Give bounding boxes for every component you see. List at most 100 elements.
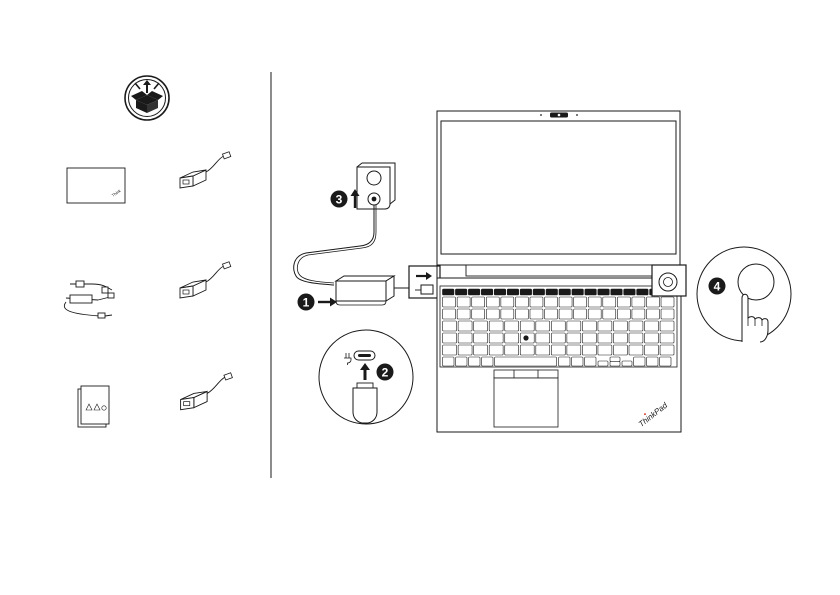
keyboard-key xyxy=(536,321,550,331)
power-cable xyxy=(294,205,374,285)
step-number: 3 xyxy=(336,193,343,207)
wall-outlet-icon xyxy=(357,163,395,209)
keyboard-key xyxy=(646,309,659,319)
keyboard-key xyxy=(610,357,620,362)
keyboard-key xyxy=(551,321,565,331)
keyboard-key xyxy=(661,297,674,307)
keyboard-key xyxy=(567,345,581,355)
keyboard-key xyxy=(613,345,627,355)
keyboard-key xyxy=(567,321,581,331)
step-badge-3: 3 xyxy=(331,191,348,208)
trackpad xyxy=(494,378,558,427)
keyboard-key xyxy=(443,357,454,366)
keyboard-key xyxy=(551,333,565,343)
keyboard-key xyxy=(515,309,528,319)
power-cord-and-adapter-icon xyxy=(64,281,114,318)
step-badge-4: 4 xyxy=(709,278,726,295)
keyboard-key xyxy=(603,309,616,319)
keyboard-key xyxy=(489,321,503,331)
keyboard-key xyxy=(443,297,456,307)
power-button-icon xyxy=(652,265,686,296)
keyboard-key xyxy=(660,357,671,366)
keyboard-key xyxy=(530,309,543,319)
keyboard-key xyxy=(559,297,572,307)
keyboard-key xyxy=(443,309,456,319)
documentation-icon xyxy=(78,386,109,427)
keyboard-key xyxy=(520,289,531,295)
press-power-zoom xyxy=(697,247,791,342)
usb-c-adapter-icon xyxy=(181,373,233,410)
trackpoint xyxy=(523,335,528,340)
keyboard-key xyxy=(582,321,596,331)
keyboard-key xyxy=(617,297,630,307)
keyboard-key xyxy=(520,345,534,355)
keyboard-key xyxy=(520,321,534,331)
keyboard-key xyxy=(507,289,518,295)
keyboard-key xyxy=(443,321,457,331)
keyboard-key xyxy=(572,357,583,366)
keyboard-key xyxy=(536,345,550,355)
unbox-icon xyxy=(125,76,169,120)
keyboard-key xyxy=(489,333,503,343)
keyboard-key xyxy=(660,333,674,343)
keyboard-key xyxy=(632,297,645,307)
keyboard-key xyxy=(645,321,659,331)
keyboard-key xyxy=(646,297,659,307)
keyboard-key xyxy=(536,333,550,343)
keyboard-key xyxy=(472,297,485,307)
keyboard-key xyxy=(617,309,630,319)
keyboard-key xyxy=(505,333,519,343)
arrow-right-icon xyxy=(318,298,337,307)
keyboard-key xyxy=(629,321,643,331)
keyboard-key xyxy=(660,321,674,331)
step-badge-2: 2 xyxy=(377,364,394,381)
keyboard-key xyxy=(611,289,622,295)
keyboard-key xyxy=(598,321,612,331)
keyboard-key xyxy=(469,357,480,366)
keyboard-key xyxy=(457,297,470,307)
keyboard-key xyxy=(574,309,587,319)
keyboard-key xyxy=(598,289,609,295)
keyboard-key xyxy=(474,321,488,331)
step-number: 1 xyxy=(303,296,310,310)
keyboard-key xyxy=(501,309,514,319)
keyboard-key xyxy=(574,297,587,307)
power-adapter-icon xyxy=(336,276,394,305)
keyboard-key xyxy=(637,289,648,295)
usb-c-adapter-icon xyxy=(180,262,231,298)
keyboard-key xyxy=(613,321,627,331)
keyboard-key xyxy=(456,357,467,366)
usb-c-adapter-icon xyxy=(180,152,231,188)
step-badge-1: 1 xyxy=(298,294,315,311)
keyboard-key xyxy=(585,289,596,295)
step-number: 4 xyxy=(714,280,721,294)
keyboard-key xyxy=(505,321,519,331)
keyboard-key xyxy=(481,289,492,295)
keyboard-key xyxy=(622,361,632,366)
keyboard-key xyxy=(468,289,479,295)
keyboard-key xyxy=(624,289,635,295)
keyboard-key xyxy=(551,345,565,355)
usb-c-port-zoom xyxy=(319,330,413,424)
keyboard-key xyxy=(567,333,581,343)
keyboard-key xyxy=(645,333,659,343)
keyboard-key xyxy=(661,309,674,319)
keyboard-key xyxy=(610,362,620,367)
keyboard-key xyxy=(458,321,472,331)
keyboard-key xyxy=(598,345,612,355)
keyboard-key xyxy=(501,297,514,307)
keyboard-key xyxy=(443,345,457,355)
keyboard-key xyxy=(572,289,583,295)
laptop: ThinkPad xyxy=(437,111,681,432)
port-callout-icon xyxy=(409,266,440,298)
keyboard-key xyxy=(443,333,457,343)
keyboard-key xyxy=(582,345,596,355)
keyboard-key xyxy=(588,297,601,307)
keyboard-key xyxy=(545,309,558,319)
keyboard-key xyxy=(443,289,454,295)
keyboard-key xyxy=(660,345,674,355)
keyboard-key xyxy=(634,357,645,366)
keyboard-key xyxy=(546,289,557,295)
keyboard-key xyxy=(613,333,627,343)
